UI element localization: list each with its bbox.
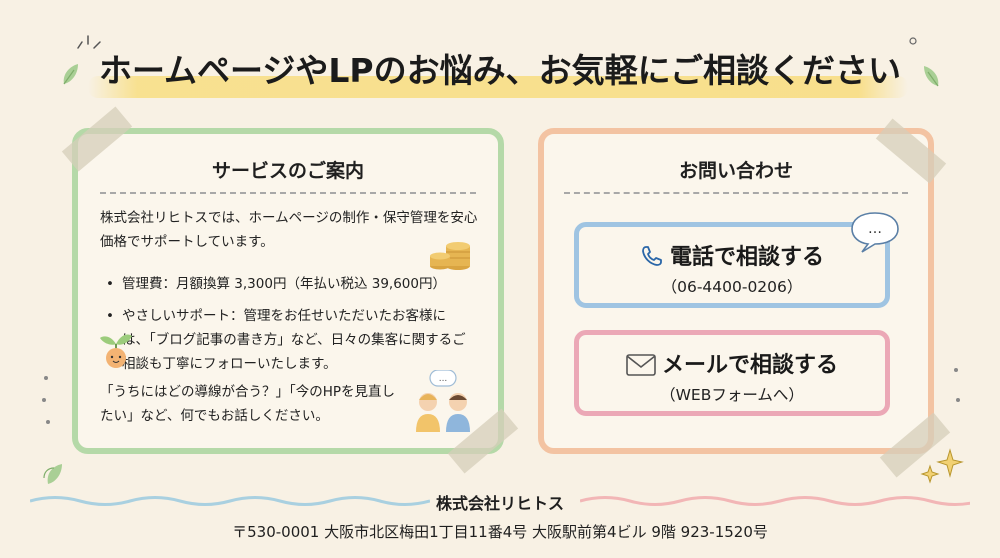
phone-number: （06-4400-0206） bbox=[661, 278, 803, 296]
phone-contact-label: 電話で相談する bbox=[669, 245, 824, 270]
divider bbox=[564, 192, 908, 194]
leaf-icon bbox=[43, 464, 62, 484]
sparkle-icon bbox=[920, 448, 964, 484]
doodle-lines bbox=[77, 35, 101, 49]
leaf-icon bbox=[63, 64, 78, 85]
mail-contact-button[interactable]: メールで相談する （WEBフォームへ） bbox=[574, 330, 890, 416]
coins-icon bbox=[430, 242, 470, 270]
mail-icon bbox=[626, 354, 656, 376]
speech-bubble-icon: … bbox=[851, 212, 899, 253]
contact-heading: お問い合わせ bbox=[678, 160, 793, 182]
svg-text:...: ... bbox=[439, 374, 448, 384]
mail-contact-label: メールで相談する bbox=[661, 353, 838, 378]
doodle-circle bbox=[909, 37, 917, 45]
footer-company: 株式会社リヒトス bbox=[435, 494, 564, 513]
services-intro: 株式会社リヒトスでは、ホームページの制作・保守管理を安心価格でサポートしています… bbox=[100, 210, 478, 250]
phone-icon bbox=[642, 246, 662, 266]
bullet-support: • やさしいサポート：管理をお任せいただいたお客様には、「ブログ記事の書き方」な… bbox=[106, 304, 466, 376]
title-highlight bbox=[88, 76, 908, 98]
phone-contact-button[interactable]: 電話で相談する （06-4400-0206） bbox=[574, 222, 890, 308]
speech-bubble-text: … bbox=[868, 221, 882, 237]
services-card: サービスのご案内 株式会社リヒトスでは、ホームページの制作・保守管理を安心価格で… bbox=[72, 128, 504, 454]
page-title: ホームページやLPのお悩み、お気軽にご相談ください bbox=[99, 51, 901, 90]
bullet-mark: • bbox=[106, 308, 114, 324]
services-heading: サービスのご案内 bbox=[211, 160, 364, 182]
bullet-fee: • 管理費：月額換算 3,300円（年払い税込 39,600円） bbox=[106, 272, 466, 296]
mail-contact-sub: （WEBフォームへ） bbox=[660, 386, 804, 404]
bullet-fee-text: 管理費：月額換算 3,300円（年払い税込 39,600円） bbox=[122, 276, 446, 292]
footer-address: 〒530-0001 大阪市北区梅田1丁目11番4号 大阪駅前第4ビル 9階 92… bbox=[232, 523, 768, 541]
bullet-support-text: やさしいサポート：管理をお任せいただいたお客様には、「ブログ記事の書き方」など、… bbox=[122, 308, 466, 372]
leaf-icon bbox=[924, 66, 939, 87]
sprout-icon bbox=[100, 334, 132, 368]
doodle-dots bbox=[954, 368, 960, 402]
chatting-people-icon: ... bbox=[416, 370, 470, 432]
contact-card: お問い合わせ 電話で相談する （06-4400-0206） メールで相談する （… bbox=[538, 128, 934, 454]
services-closing: 「うちにはどの導線が合う？」「今のHPを見直したい」など、何でもお話しください。 bbox=[100, 384, 396, 424]
bullet-mark: • bbox=[106, 276, 114, 292]
divider bbox=[100, 192, 476, 194]
doodle-dots bbox=[42, 376, 50, 424]
wave-decoration-right bbox=[580, 496, 970, 506]
wave-decoration-left bbox=[30, 496, 430, 506]
